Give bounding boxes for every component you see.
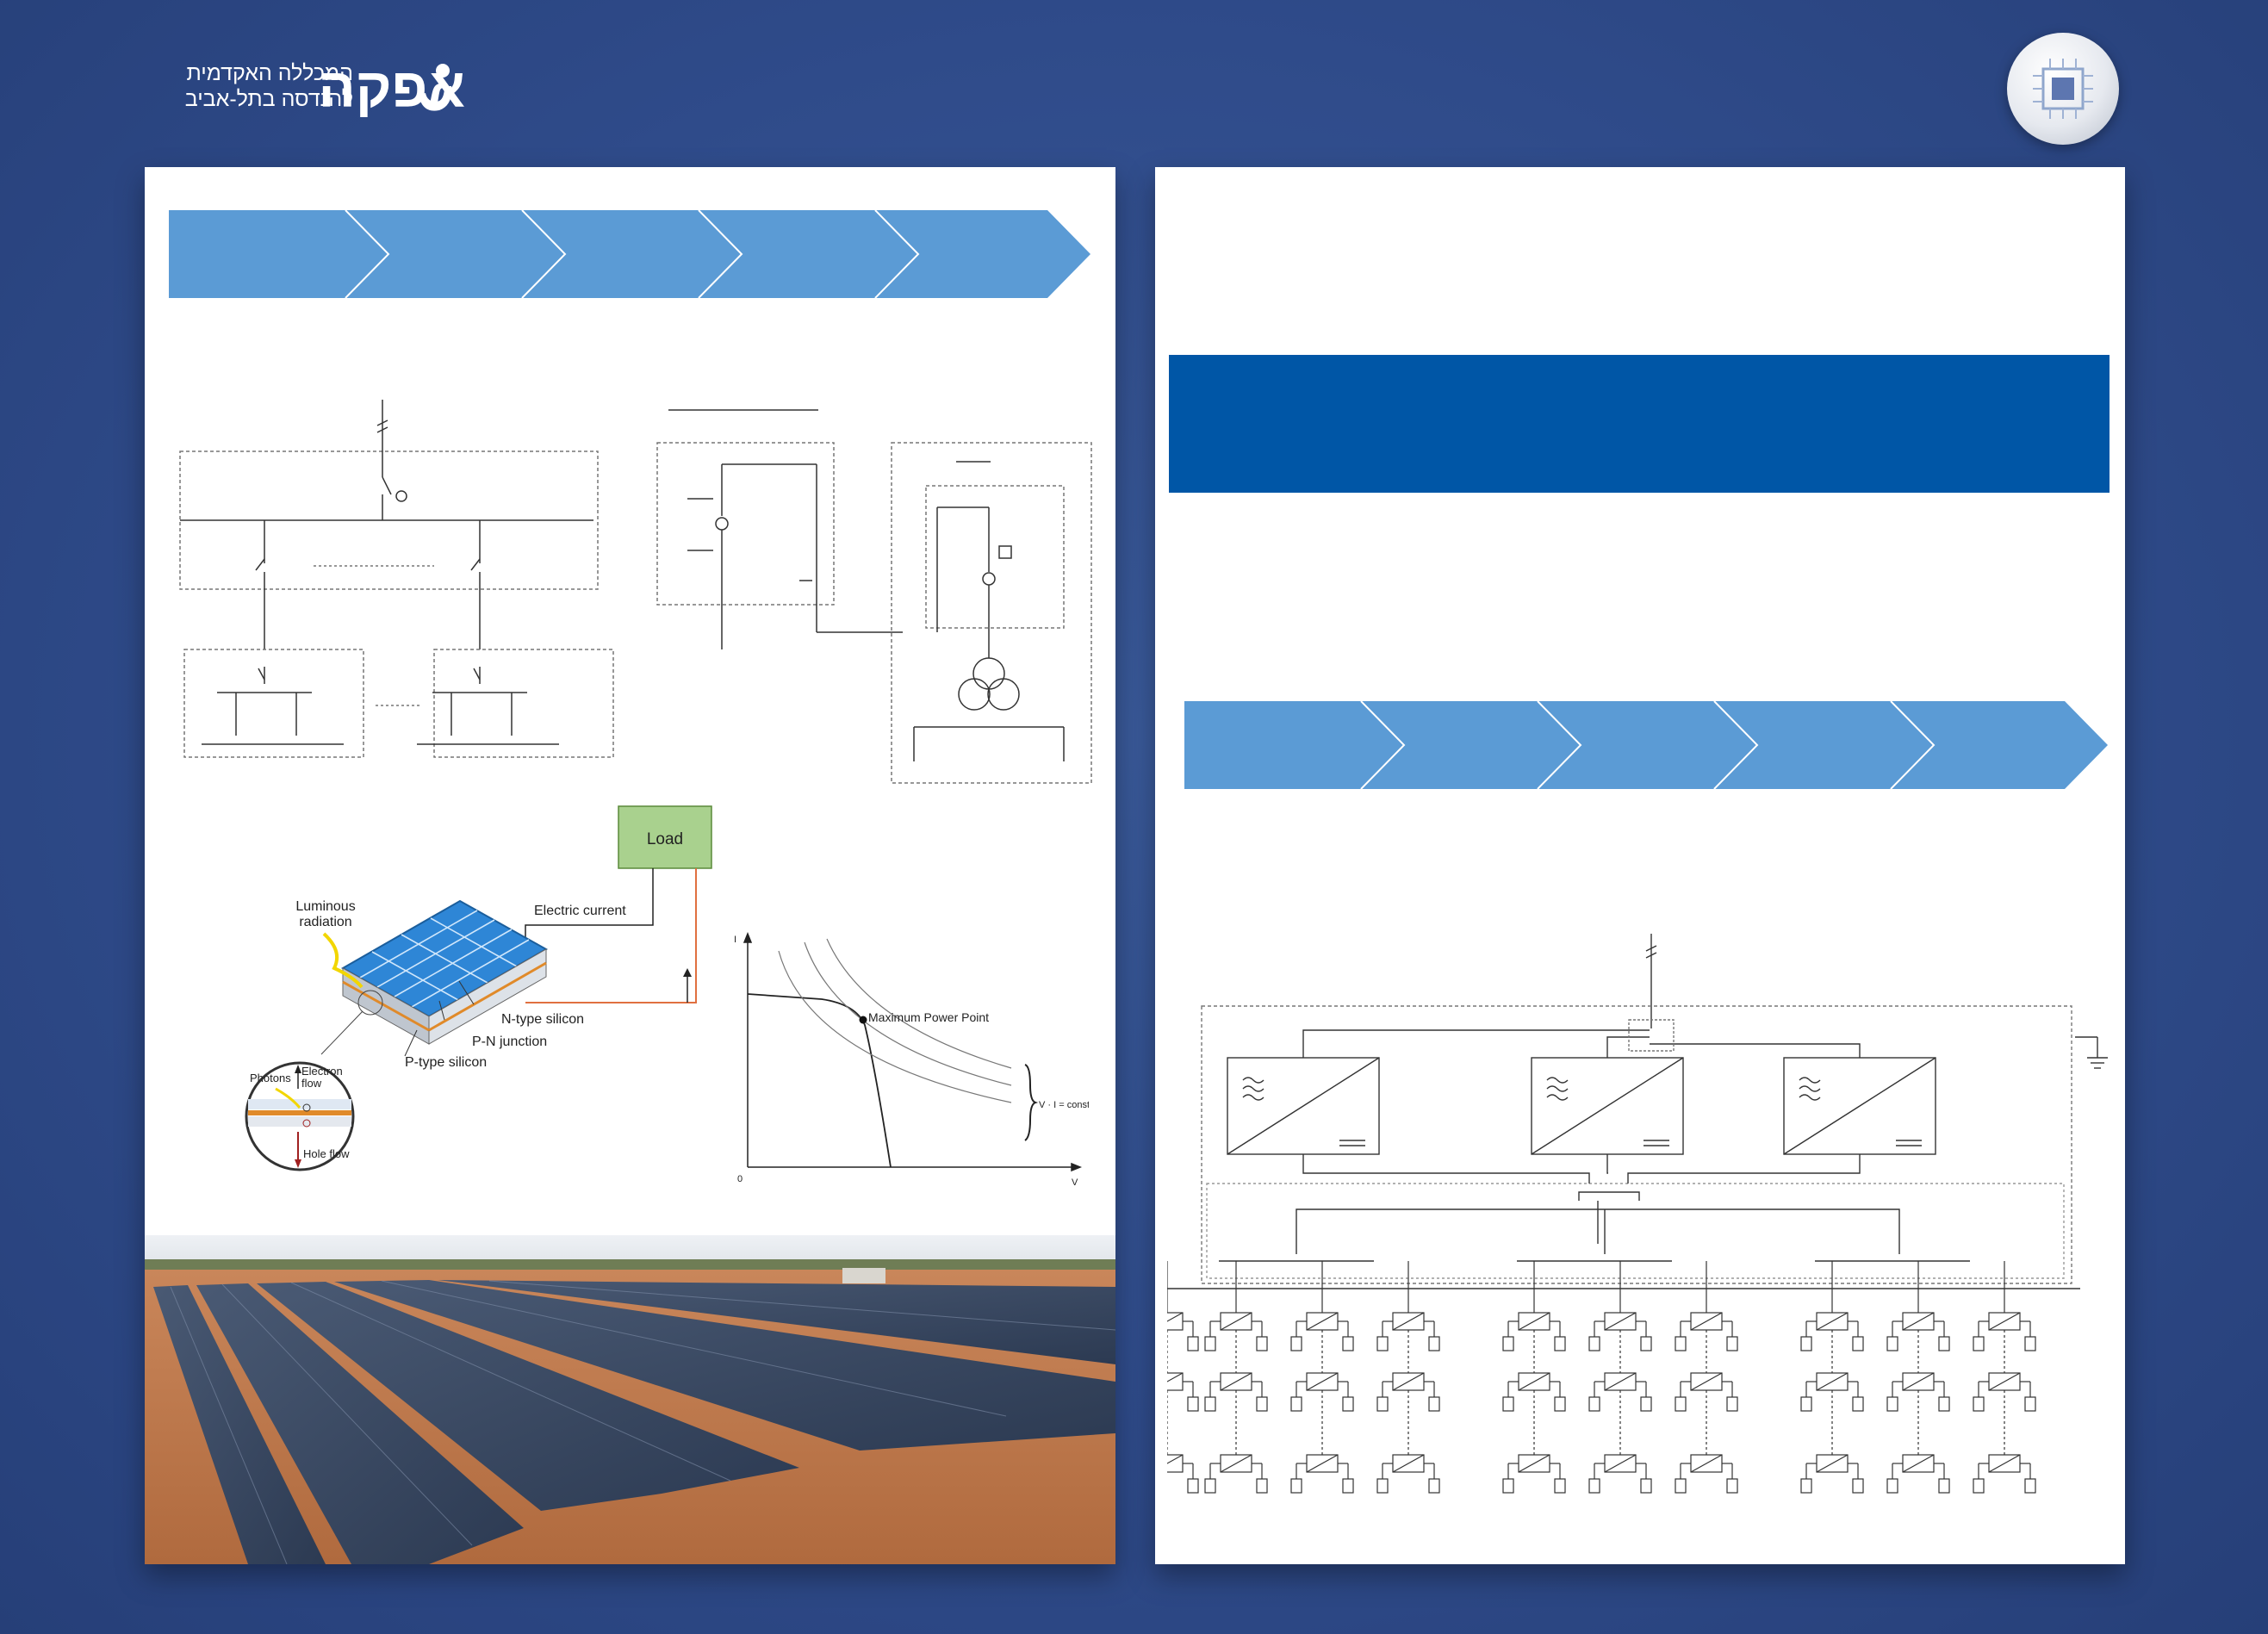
process-arrow-top — [169, 210, 1091, 298]
chip-icon — [2033, 59, 2093, 119]
iv-y-label: I — [734, 935, 736, 945]
const-label: V · I = const — [1039, 1100, 1089, 1110]
mpp-label: Maximum Power Point — [868, 1010, 989, 1024]
n-type-label: N-type silicon — [501, 1012, 584, 1027]
chip-badge — [2007, 33, 2119, 145]
iv-x-label: V — [1072, 1177, 1078, 1188]
pn-junction-label: P-N junction — [472, 1034, 547, 1049]
logo-swoosh-icon — [419, 64, 452, 111]
pv-inverter-system-diagram — [1167, 934, 2108, 1494]
right-page — [1155, 167, 2125, 1564]
electron-flow-label-2: flow — [301, 1077, 322, 1090]
logo-mark-icon — [468, 62, 469, 63]
logo-line-1: המכללה האקדמית — [186, 61, 353, 85]
load-label: Load — [647, 830, 683, 848]
process-arrow-bottom — [1184, 701, 2108, 789]
logo-text: המכללה האקדמית להנדסה בתל-אביב — [129, 60, 353, 112]
load-box — [618, 805, 712, 869]
solar-field-image — [145, 1235, 1115, 1564]
max-power-point — [859, 1016, 867, 1024]
logo-line-2: להנדסה בתל-אביב — [184, 87, 353, 111]
iv-origin-label: 0 — [737, 1174, 743, 1184]
hole-flow-label: Hole flow — [303, 1147, 350, 1160]
luminous-label-1: Luminous — [295, 899, 355, 914]
luminous-label-2: radiation — [299, 915, 351, 929]
pv-cell-diagram: Load — [245, 805, 712, 1171]
p-type-label: P-type silicon — [405, 1055, 487, 1070]
title-band — [1169, 355, 2110, 493]
electron-flow-label-1: Electron — [301, 1065, 343, 1078]
left-page: Load — [145, 167, 1115, 1564]
iv-curve-chart: I V 0 Maximum Power Point V · I = const — [734, 931, 1089, 1188]
switchgear-diagram — [179, 400, 614, 758]
substation-diagram — [656, 409, 1092, 784]
photons-label: Photons — [250, 1072, 291, 1084]
solar-farm-photo — [145, 1235, 1115, 1564]
electric-current-label: Electric current — [534, 904, 626, 918]
